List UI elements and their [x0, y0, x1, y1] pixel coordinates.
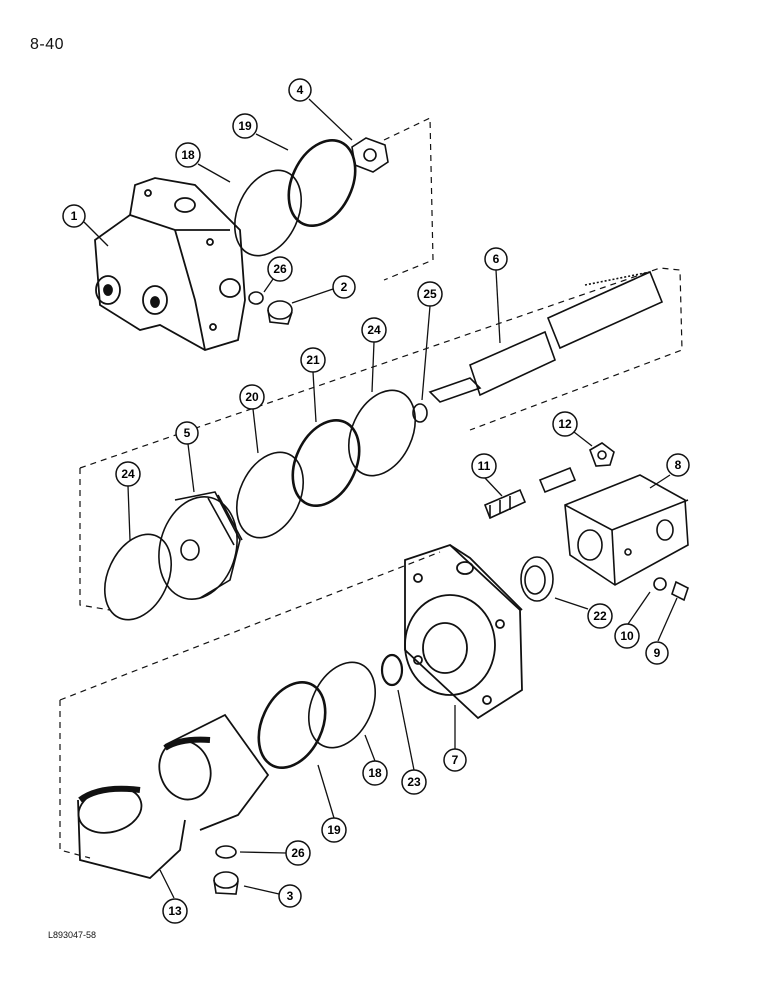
- callout-label: 19: [238, 119, 252, 133]
- o-ring-19-lower: [257, 680, 327, 770]
- backup-ring-18-lower: [308, 661, 376, 749]
- callout-25: 25: [417, 281, 443, 307]
- callout-1: 1: [62, 204, 86, 228]
- callout-label: 5: [184, 426, 191, 440]
- callout-12: 12: [552, 411, 578, 437]
- callout-21: 21: [300, 347, 326, 373]
- callout-19-upper: 19: [232, 113, 258, 139]
- callout-label: 18: [181, 148, 195, 162]
- callout-label: 6: [493, 252, 500, 266]
- callout-label: 2: [341, 280, 348, 294]
- callout-label: 3: [287, 889, 294, 903]
- callout-7: 7: [443, 748, 467, 772]
- callout-label: 22: [593, 609, 607, 623]
- plug-3-lower: [213, 871, 239, 895]
- leader-lines: [83, 98, 678, 899]
- callout-11: 11: [471, 453, 497, 479]
- callout-label: 11: [478, 459, 491, 473]
- dashed-group-outlines: [59, 117, 683, 859]
- callout-label: 19: [327, 823, 341, 837]
- callout-label: 26: [291, 846, 305, 860]
- callout-26-upper: 26: [267, 256, 293, 282]
- o-ring-26-upper: [248, 291, 264, 305]
- callout-label: 9: [654, 646, 661, 660]
- figure-code: L893047-58: [48, 930, 97, 940]
- plug-2-upper: [267, 300, 293, 325]
- callout-13: 13: [162, 898, 188, 924]
- callout-23: 23: [401, 769, 427, 795]
- o-ring-26-lower: [215, 845, 237, 859]
- o-ring-25: [412, 403, 428, 423]
- callout-8: 8: [666, 453, 690, 477]
- callout-26-lower: 26: [285, 840, 311, 866]
- callout-18-lower: 18: [362, 760, 388, 786]
- callout-10: 10: [614, 623, 640, 649]
- o-ring-21: [291, 418, 361, 508]
- callout-label: 23: [407, 775, 421, 789]
- callout-label: 24: [367, 323, 381, 337]
- callout-2: 2: [332, 275, 356, 299]
- set-screw-9: [671, 580, 689, 602]
- callout-label: 7: [452, 753, 459, 767]
- callout-22: 22: [587, 603, 613, 629]
- page-number: 8-40: [30, 36, 65, 53]
- backup-ring-18-upper: [234, 169, 302, 257]
- callout-3: 3: [278, 884, 302, 908]
- o-ring-23: [380, 653, 404, 687]
- callout-label: 4: [297, 83, 304, 97]
- callout-label: 1: [71, 209, 78, 223]
- callout-label: 18: [368, 766, 382, 780]
- callout-label: 10: [620, 629, 634, 643]
- piston-5: [158, 491, 243, 600]
- callout-label: 8: [675, 458, 682, 472]
- backup-ring-20: [236, 451, 304, 539]
- callout-9: 9: [645, 641, 669, 665]
- nut-12: [589, 442, 615, 467]
- callout-label: 26: [273, 262, 287, 276]
- callout-19-lower: 19: [321, 817, 347, 843]
- clevis-end-cap: [94, 177, 246, 351]
- cylinder-barrel-13: [77, 713, 270, 879]
- hex-nut-4: [351, 137, 389, 173]
- callout-label: 13: [168, 904, 182, 918]
- block-8: [564, 474, 689, 586]
- callout-24-upper: 24: [361, 317, 387, 343]
- callout-20: 20: [239, 384, 265, 410]
- callout-4: 4: [288, 78, 312, 102]
- piston-rod-6: [428, 270, 664, 403]
- o-ring-19-upper: [287, 138, 357, 228]
- ball-10: [653, 577, 667, 591]
- backup-ring-24-upper: [348, 389, 416, 477]
- callout-label: 24: [121, 467, 135, 481]
- callout-5: 5: [175, 421, 199, 445]
- callout-18-upper: 18: [175, 142, 201, 168]
- callout-6: 6: [484, 247, 508, 271]
- stud-11: [483, 466, 577, 520]
- callout-label: 20: [245, 390, 259, 404]
- gland-7: [404, 543, 523, 720]
- backup-ring-24-lower: [104, 533, 172, 621]
- seal-22: [520, 556, 554, 602]
- callout-label: 12: [558, 417, 572, 431]
- callout-24-lower: 24: [115, 461, 141, 487]
- callout-label: 25: [423, 287, 437, 301]
- callout-label: 21: [306, 353, 320, 367]
